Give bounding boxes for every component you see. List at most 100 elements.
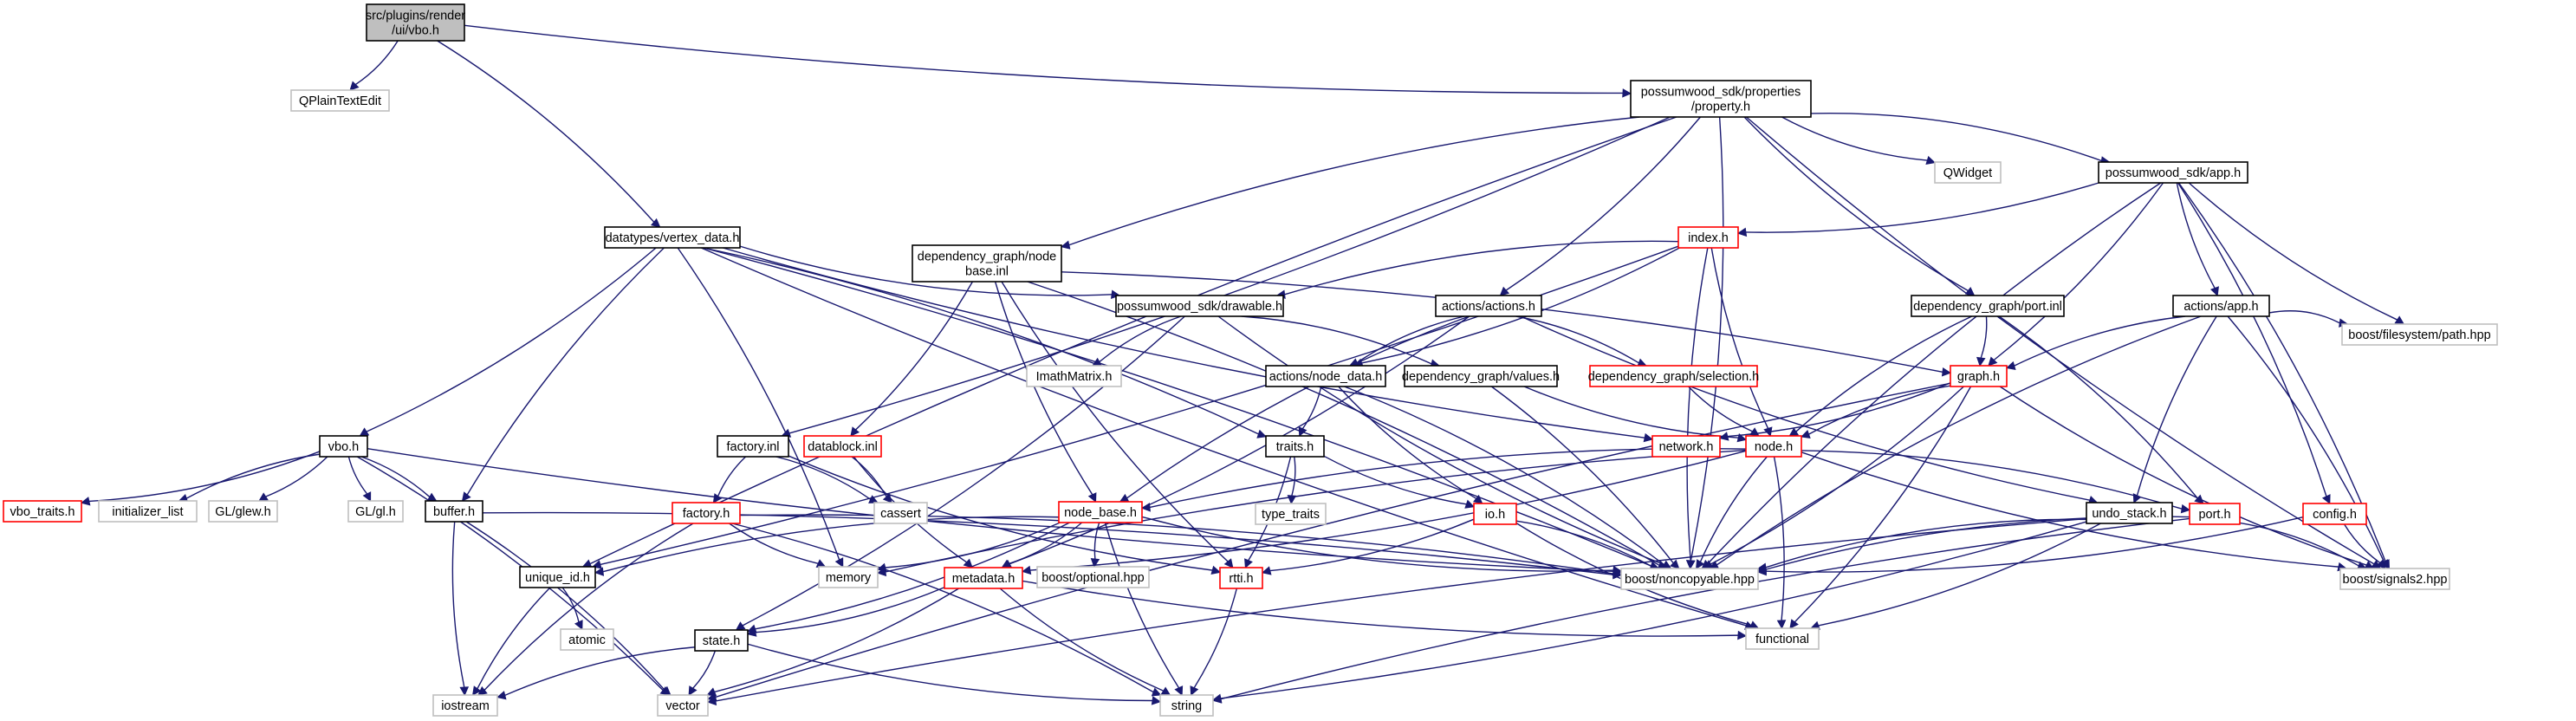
dependency-edge-vertex_data_h-to-vbo_h: [359, 247, 657, 437]
graph-node-label: memory: [826, 571, 872, 585]
graph-node-io-h[interactable]: io.h: [1473, 503, 1517, 525]
graph-node-label: rtti.h: [1229, 572, 1253, 586]
graph-node-metadata-h[interactable]: metadata.h: [944, 567, 1023, 589]
graph-node-label: GL/glew.h: [215, 505, 271, 519]
graph-node-label: QPlainTextEdit: [299, 94, 381, 108]
graph-node-label: atomic: [568, 633, 606, 647]
dependency-edge-graph_h-to-node_h: [1800, 385, 1951, 438]
graph-node-label: possumwood_sdk/app.h: [2106, 166, 2241, 180]
graph-node-unique-id-h[interactable]: unique_id.h: [519, 566, 596, 588]
graph-node-drawable-h[interactable]: possumwood_sdk/drawable.h: [1115, 295, 1284, 317]
graph-node-graph-h[interactable]: graph.h: [1950, 365, 2008, 387]
graph-node-label: port.h: [2198, 508, 2230, 522]
dependency-edge-vbo_h-to-vbo_traits_h: [80, 451, 321, 506]
graph-node-signals2: boost/signals2.hpp: [2339, 568, 2450, 590]
dependency-edge-config_h-to-signals2: [2344, 523, 2386, 569]
graph-node-label: actions/actions.h: [1442, 300, 1535, 314]
graph-node-index-h[interactable]: index.h: [1677, 226, 1739, 249]
graph-node-gl-glew-h: GL/glew.h: [208, 500, 278, 523]
graph-node-actions-app-h[interactable]: actions/app.h: [2172, 295, 2270, 317]
graph-node-label: actions/node_data.h: [1269, 370, 1383, 384]
graph-node-property-h[interactable]: possumwood_sdk/properties/property.h: [1630, 80, 1812, 118]
graph-node-label: config.h: [2313, 508, 2357, 522]
dependency-edge-actions_app_h-to-filesystem_path: [2268, 310, 2349, 328]
dependency-edge-rtti_h-to-string: [1190, 588, 1238, 697]
dependency-edge-vbo_h-to-gl_gl_h: [347, 456, 372, 503]
dependency-edge-vbo_h_root-to-qplaintextedit: [349, 40, 399, 91]
graph-node-label: node.h: [1755, 440, 1793, 454]
graph-node-label: possumwood_sdk/drawable.h: [1117, 300, 1282, 314]
dependency-edge-index_h-to-node_h: [1710, 247, 1773, 438]
dependency-edge-port_inl-to-port_h: [1998, 315, 2204, 504]
dependency-edge-factory_h-to-iostream: [477, 523, 694, 696]
graph-node-vertex-data-h[interactable]: datatypes/vertex_data.h: [604, 226, 741, 249]
graph-node-label: iostream: [441, 699, 490, 713]
graph-node-boost-optional: boost/optional.hpp: [1036, 566, 1150, 588]
graph-node-label: index.h: [1688, 231, 1729, 245]
graph-node-node-data-h[interactable]: actions/node_data.h: [1265, 365, 1386, 387]
graph-node-traits-h[interactable]: traits.h: [1265, 435, 1325, 458]
dependency-edge-index_h-to-noncopyable: [1685, 247, 1709, 570]
dependency-edge-app_h-to-actions_app_h: [2176, 182, 2219, 297]
graph-node-datablock-inl[interactable]: datablock.inl: [803, 435, 882, 458]
dependency-edge-undo_stack_h-to-vector: [706, 517, 2087, 706]
dependency-edge-node_h-to-port_h: [1801, 450, 2191, 514]
graph-node-label: boost/optional.hpp: [1041, 571, 1145, 585]
dependency-edge-node_data_h-to-noncopyable: [1344, 386, 1672, 569]
graph-node-label: dependency_graph/node: [918, 250, 1056, 263]
graph-node-label: metadata.h: [952, 572, 1015, 586]
graph-node-buffer-h[interactable]: buffer.h: [425, 500, 483, 523]
graph-node-vbo-h[interactable]: vbo.h: [319, 435, 368, 458]
graph-node-port-h[interactable]: port.h: [2189, 503, 2241, 525]
graph-node-app-h[interactable]: possumwood_sdk/app.h: [2098, 161, 2248, 184]
graph-node-label: boost/signals2.hpp: [2343, 573, 2448, 587]
dependency-edge-undo_stack_h-to-functional: [1810, 523, 2101, 630]
graph-node-label: datatypes/vertex_data.h: [606, 231, 740, 245]
dependency-edge-port_h-to-signals2: [2239, 522, 2367, 570]
graph-node-vbo-traits-h[interactable]: vbo_traits.h: [3, 500, 82, 523]
graph-node-iostream: iostream: [432, 694, 498, 717]
graph-node-factory-h[interactable]: factory.h: [672, 502, 741, 524]
dependency-edge-config_h-to-noncopyable: [1756, 516, 2304, 576]
graph-node-state-h[interactable]: state.h: [694, 629, 749, 652]
graph-node-label: functional: [1755, 633, 1809, 646]
dependency-edge-graph_h-to-vector: [706, 382, 1951, 702]
dependency-edge-graph_h-to-functional: [1789, 386, 1972, 629]
dependency-edge-vbo_h-to-initializer_list: [178, 453, 321, 503]
dependency-edge-app_h-to-index_h: [1736, 182, 2099, 237]
graph-node-config-h[interactable]: config.h: [2302, 503, 2367, 525]
graph-node-label: possumwood_sdk/properties: [1641, 85, 1801, 99]
dependency-edge-values_h-to-node_h: [1523, 386, 1748, 443]
graph-node-selection-h[interactable]: dependency_graph/selection.h: [1588, 365, 1760, 387]
graph-node-label: ImathMatrix.h: [1036, 370, 1113, 384]
dependency-edge-port_inl-to-node_h: [1788, 315, 1972, 437]
graph-node-label: actions/app.h: [2183, 300, 2258, 314]
graph-node-undo-stack-h[interactable]: undo_stack.h: [2086, 502, 2173, 524]
graph-node-node-h[interactable]: node.h: [1745, 435, 1802, 458]
graph-node-network-h[interactable]: network.h: [1651, 435, 1721, 458]
graph-node-label: graph.h: [1957, 370, 2000, 384]
graph-node-label: network.h: [1659, 440, 1714, 454]
dependency-edge-actions_h-to-selection_h: [1515, 315, 1647, 367]
dependency-edge-state_h-to-vector: [688, 650, 717, 696]
graph-node-port-inl[interactable]: dependency_graph/port.inl: [1911, 295, 2065, 317]
graph-node-label: type_traits: [1262, 508, 1320, 522]
graph-node-values-h[interactable]: dependency_graph/values.h: [1402, 365, 1560, 387]
graph-node-node-base-h[interactable]: node_base.h: [1058, 501, 1143, 523]
graph-node-label: src/plugins/render: [366, 9, 465, 23]
dependency-edge-actions_app_h-to-undo_stack_h: [2132, 315, 2217, 504]
dependency-edge-node_base_inl-to-rtti_h: [1001, 281, 1234, 568]
dependency-edge-node_h-to-signals2: [1801, 451, 2347, 572]
graph-node-actions-h[interactable]: actions/actions.h: [1435, 295, 1542, 317]
dependency-edge-io_h-to-rtti_h: [1261, 518, 1475, 575]
dependency-edge-buffer_h-to-iostream: [451, 521, 470, 697]
graph-node-label: vector: [665, 699, 700, 713]
graph-node-factory-inl[interactable]: factory.inl: [717, 435, 789, 458]
dependency-edge-drawable_h-to-values_h: [1241, 315, 1441, 368]
graph-node-rtti-h[interactable]: rtti.h: [1219, 567, 1263, 589]
dependency-edge-node_h-to-metadata_h: [1021, 450, 1747, 575]
graph-node-label: initializer_list: [112, 505, 183, 519]
graph-node-vbo-h-root[interactable]: src/plugins/render/ui/vbo.h: [366, 3, 465, 42]
